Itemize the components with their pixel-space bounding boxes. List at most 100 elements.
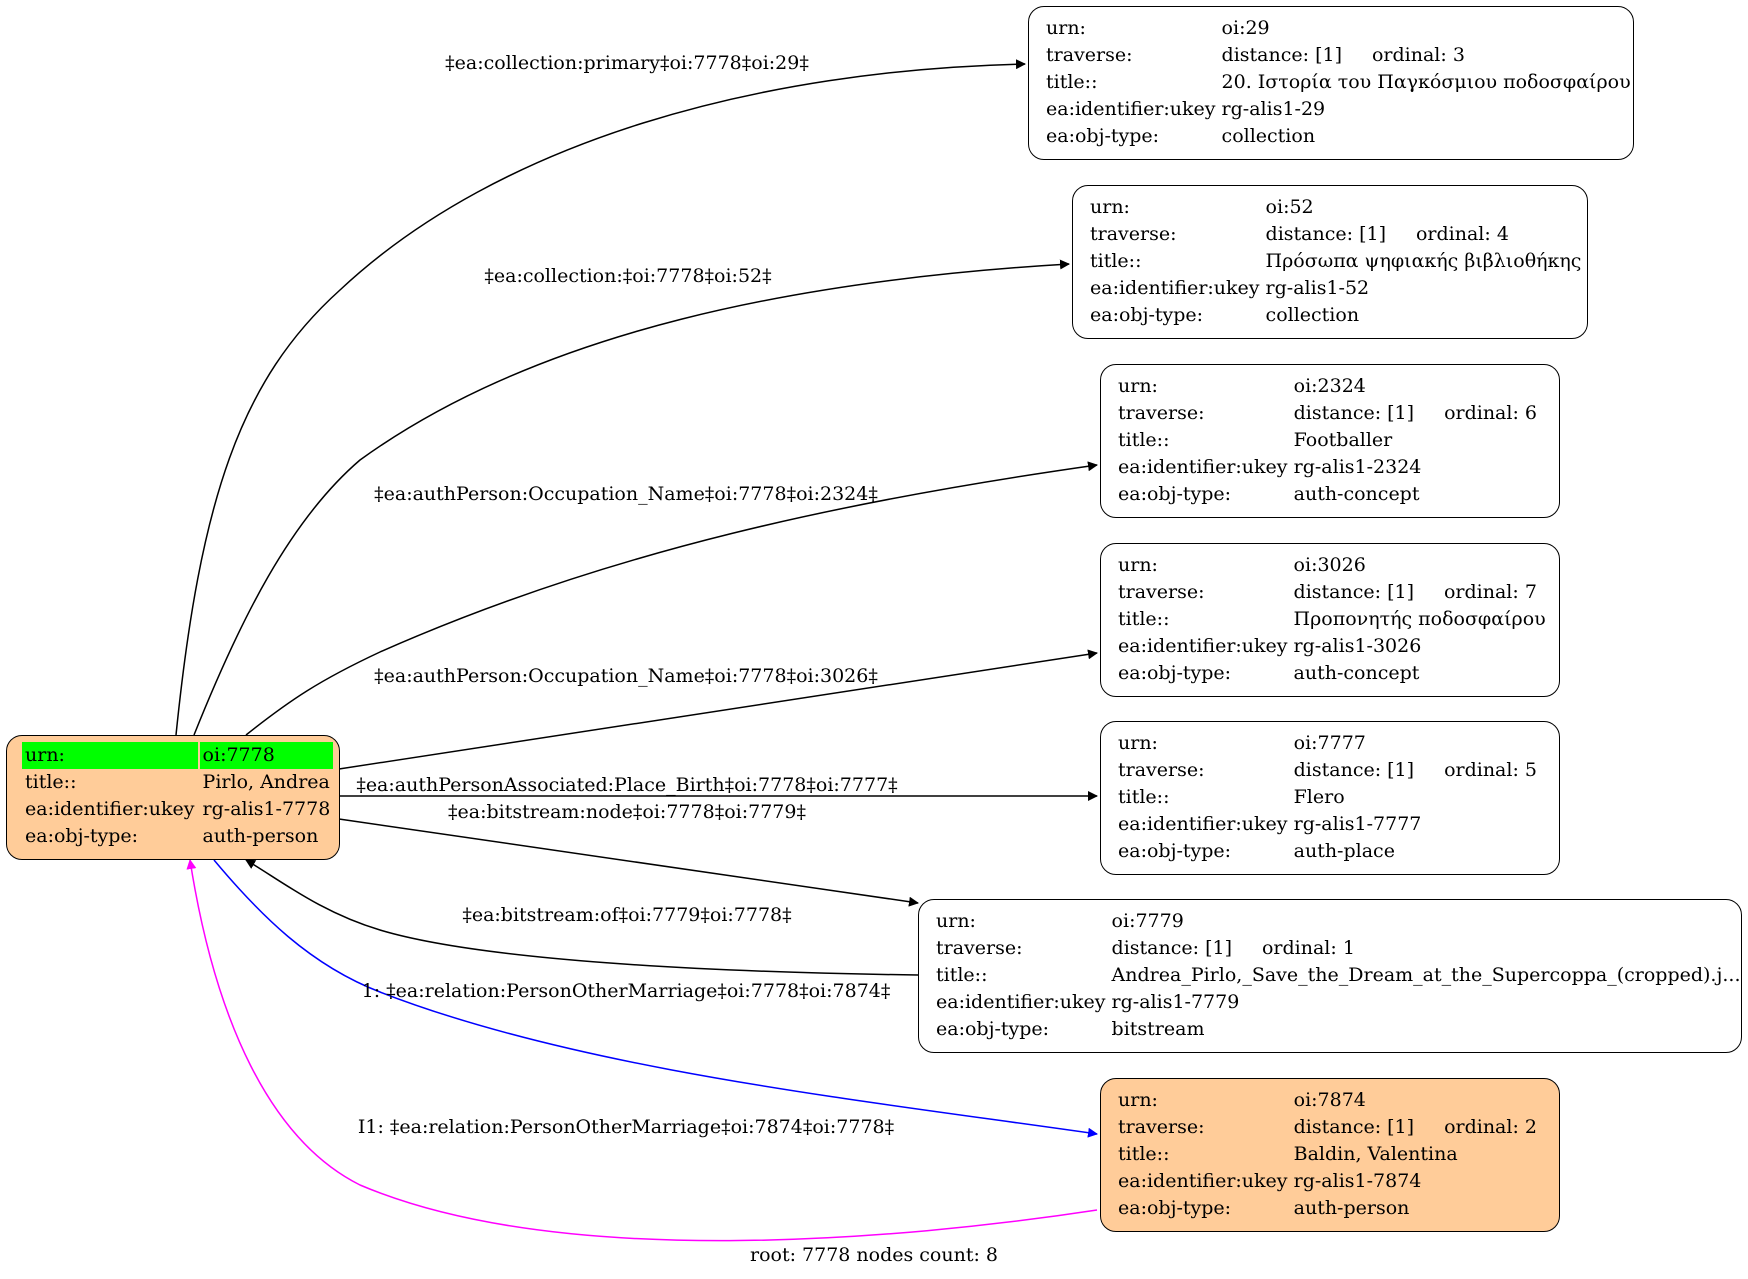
root-value: rg-alis1-7778 xyxy=(202,798,331,820)
root-key: urn: xyxy=(22,742,198,769)
edge-label-place-birth: ‡ea:authPersonAssociated:Place_Birth‡oi:… xyxy=(356,774,897,796)
node-row-urn: urn: oi:7779 xyxy=(936,908,1745,935)
node-key: urn: xyxy=(936,910,976,932)
node-key: traverse: xyxy=(1118,1116,1205,1138)
node-table: urn:oi:2324 traverse: distance: [1]ordina… xyxy=(1116,373,1543,508)
node-key: ea:obj-type: xyxy=(1118,1197,1232,1219)
node-key: title:: xyxy=(1118,1143,1170,1165)
node-row-objtype: ea:obj-type: auth-concept xyxy=(1118,481,1541,508)
node-value: Footballer xyxy=(1293,429,1393,451)
edge-to-oi-2324 xyxy=(245,461,1098,736)
node-key: traverse: xyxy=(1046,44,1133,66)
node-row-urn: urn:oi:29 xyxy=(1046,15,1635,42)
edge-label-marriage-in: I1: ‡ea:relation:PersonOtherMarriage‡oi:… xyxy=(358,1116,894,1138)
node-row-title: title::Andrea_Pirlo,_Save_the_Dream_at_t… xyxy=(936,962,1745,989)
node-key: ea:identifier:ukey xyxy=(1118,635,1288,657)
node-row-traverse: traverse:distance: [1]ordinal: 7 xyxy=(1118,579,1550,606)
root-node-table: urn: oi:7778 title:: Pirlo, Andrea ea:id… xyxy=(20,742,335,850)
node-value: oi:7779 xyxy=(1111,910,1184,932)
node-value: distance: [1]ordinal: 2 xyxy=(1294,1114,1541,1141)
node-key: urn: xyxy=(1118,732,1158,754)
node-value: distance: [1]ordinal: 1 xyxy=(1112,935,1745,962)
ordinal-value: ordinal: 6 xyxy=(1444,402,1537,424)
node-value: rg-alis1-2324 xyxy=(1293,456,1422,478)
node-oi-7779[interactable]: urn:oi:7779 traverse:distance: [1]ordina… xyxy=(918,899,1742,1053)
node-oi-7777[interactable]: urn:oi:7777 traverse:distance: [1]ordina… xyxy=(1100,721,1560,875)
node-value: oi:7777 xyxy=(1293,732,1366,754)
node-value: rg-alis1-29 xyxy=(1221,98,1326,120)
node-value: Flero xyxy=(1293,786,1345,808)
node-table: urn:oi:29 traverse: distance: [1]ordinal:… xyxy=(1044,15,1637,150)
node-value: Πρόσωπα ψηφιακής βιβλιοθήκης xyxy=(1265,250,1582,272)
root-key: ea:obj-type: xyxy=(25,825,139,847)
node-value: Baldin, Valentina xyxy=(1293,1143,1458,1165)
edge-label-bitstream-node: ‡ea:bitstream:node‡oi:7778‡oi:7779‡ xyxy=(448,801,806,823)
distance-value: distance: [1] xyxy=(1111,937,1232,959)
node-key: traverse: xyxy=(1118,581,1205,603)
node-row-title: title::Baldin, Valentina xyxy=(1118,1141,1541,1168)
node-table: urn:oi:52 traverse:distance: [1]ordinal:… xyxy=(1088,194,1587,329)
node-value: distance: [1]ordinal: 3 xyxy=(1222,42,1635,69)
edge-to-oi-52 xyxy=(193,259,1070,736)
node-value: auth-concept xyxy=(1293,483,1420,505)
node-oi-3026[interactable]: urn:oi:3026 traverse:distance: [1]ordina… xyxy=(1100,543,1560,697)
node-value: Andrea_Pirlo,_Save_the_Dream_at_the_Supe… xyxy=(1111,964,1741,986)
node-key: ea:identifier:ukey xyxy=(1118,1170,1288,1192)
node-oi-7874[interactable]: urn: oi:7874 traverse: distance: [1]ordina… xyxy=(1100,1078,1560,1232)
node-key: ea:obj-type: xyxy=(1118,483,1232,505)
root-key: title:: xyxy=(25,771,77,793)
distance-value: distance: [1] xyxy=(1293,1116,1415,1138)
node-value: Προπονητής ποδοσφαίρου xyxy=(1293,608,1546,630)
node-value: rg-alis1-7777 xyxy=(1293,813,1422,835)
edge-label-occupation-3026: ‡ea:authPerson:Occupation_Name‡oi:7778‡o… xyxy=(374,665,878,687)
edge-to-oi-29 xyxy=(175,59,1026,736)
node-key: title:: xyxy=(1118,429,1170,451)
edge-to-oi-7779 xyxy=(338,818,919,907)
node-key: ea:obj-type: xyxy=(1118,840,1232,862)
node-oi-2324[interactable]: urn:oi:2324 traverse: distance: [1]ordina… xyxy=(1100,364,1560,518)
edge-label-bitstream-of: ‡ea:bitstream:of‡oi:7779‡oi:7778‡ xyxy=(462,904,791,926)
node-value: oi:7874 xyxy=(1293,1089,1366,1111)
ordinal-value: ordinal: 5 xyxy=(1444,759,1537,781)
root-value: auth-person xyxy=(202,825,319,847)
node-row-objtype: ea:obj-type:auth-place xyxy=(1118,838,1541,865)
node-oi-52[interactable]: urn:oi:52 traverse:distance: [1]ordinal:… xyxy=(1072,185,1588,339)
node-row-title: title::Πρόσωπα ψηφιακής βιβλιοθήκης xyxy=(1090,248,1585,275)
node-row-urn: urn:oi:2324 xyxy=(1118,373,1541,400)
node-key: title:: xyxy=(936,964,988,986)
node-row-urn: urn:oi:3026 xyxy=(1118,552,1550,579)
node-row-objtype: ea:obj-type:collection xyxy=(1090,302,1585,329)
node-row-objtype: ea:obj-type:bitstream xyxy=(936,1016,1745,1043)
node-key: urn: xyxy=(1118,1089,1158,1111)
edge-label-collection-primary: ‡ea:collection:primary‡oi:7778‡oi:29‡ xyxy=(445,52,809,74)
edge-label-marriage-out: 1: ‡ea:relation:PersonOtherMarriage‡oi:7… xyxy=(362,980,891,1002)
node-table: urn:oi:3026 traverse:distance: [1]ordina… xyxy=(1116,552,1552,687)
node-value: distance: [1]ordinal: 6 xyxy=(1294,400,1541,427)
root-key: ea:identifier:ukey xyxy=(25,798,195,820)
node-table: urn:oi:7777 traverse:distance: [1]ordina… xyxy=(1116,730,1543,865)
edge-from-oi-7779 xyxy=(245,859,919,976)
node-row-title: title::Flero xyxy=(1118,784,1541,811)
node-table: urn: oi:7874 traverse: distance: [1]ordina… xyxy=(1116,1087,1543,1222)
node-row-objtype: ea:obj-type:collection xyxy=(1046,123,1635,150)
node-oi-29[interactable]: urn:oi:29 traverse: distance: [1]ordinal:… xyxy=(1028,6,1634,160)
root-row-urn: urn: oi:7778 xyxy=(22,742,334,769)
root-row-objtype: ea:obj-type: auth-person xyxy=(22,823,333,850)
node-row-objtype: ea:obj-type:auth-concept xyxy=(1118,660,1550,687)
node-value: rg-alis1-3026 xyxy=(1293,635,1422,657)
node-key: traverse: xyxy=(1118,402,1205,424)
node-row-objtype: ea:obj-type:auth-person xyxy=(1118,1195,1541,1222)
node-key: ea:identifier:ukey xyxy=(936,991,1106,1013)
node-value: oi:52 xyxy=(1265,196,1314,218)
ordinal-value: ordinal: 7 xyxy=(1443,581,1537,603)
root-node-oi-7778[interactable]: urn: oi:7778 title:: Pirlo, Andrea ea:id… xyxy=(6,735,340,860)
edge-from-oi-7874 xyxy=(186,859,1098,1242)
node-row-title: title::20. Ιστορία του Παγκόσμιου ποδοσφ… xyxy=(1046,69,1635,96)
ordinal-value: ordinal: 4 xyxy=(1415,223,1509,245)
root-value: Pirlo, Andrea xyxy=(202,771,330,793)
